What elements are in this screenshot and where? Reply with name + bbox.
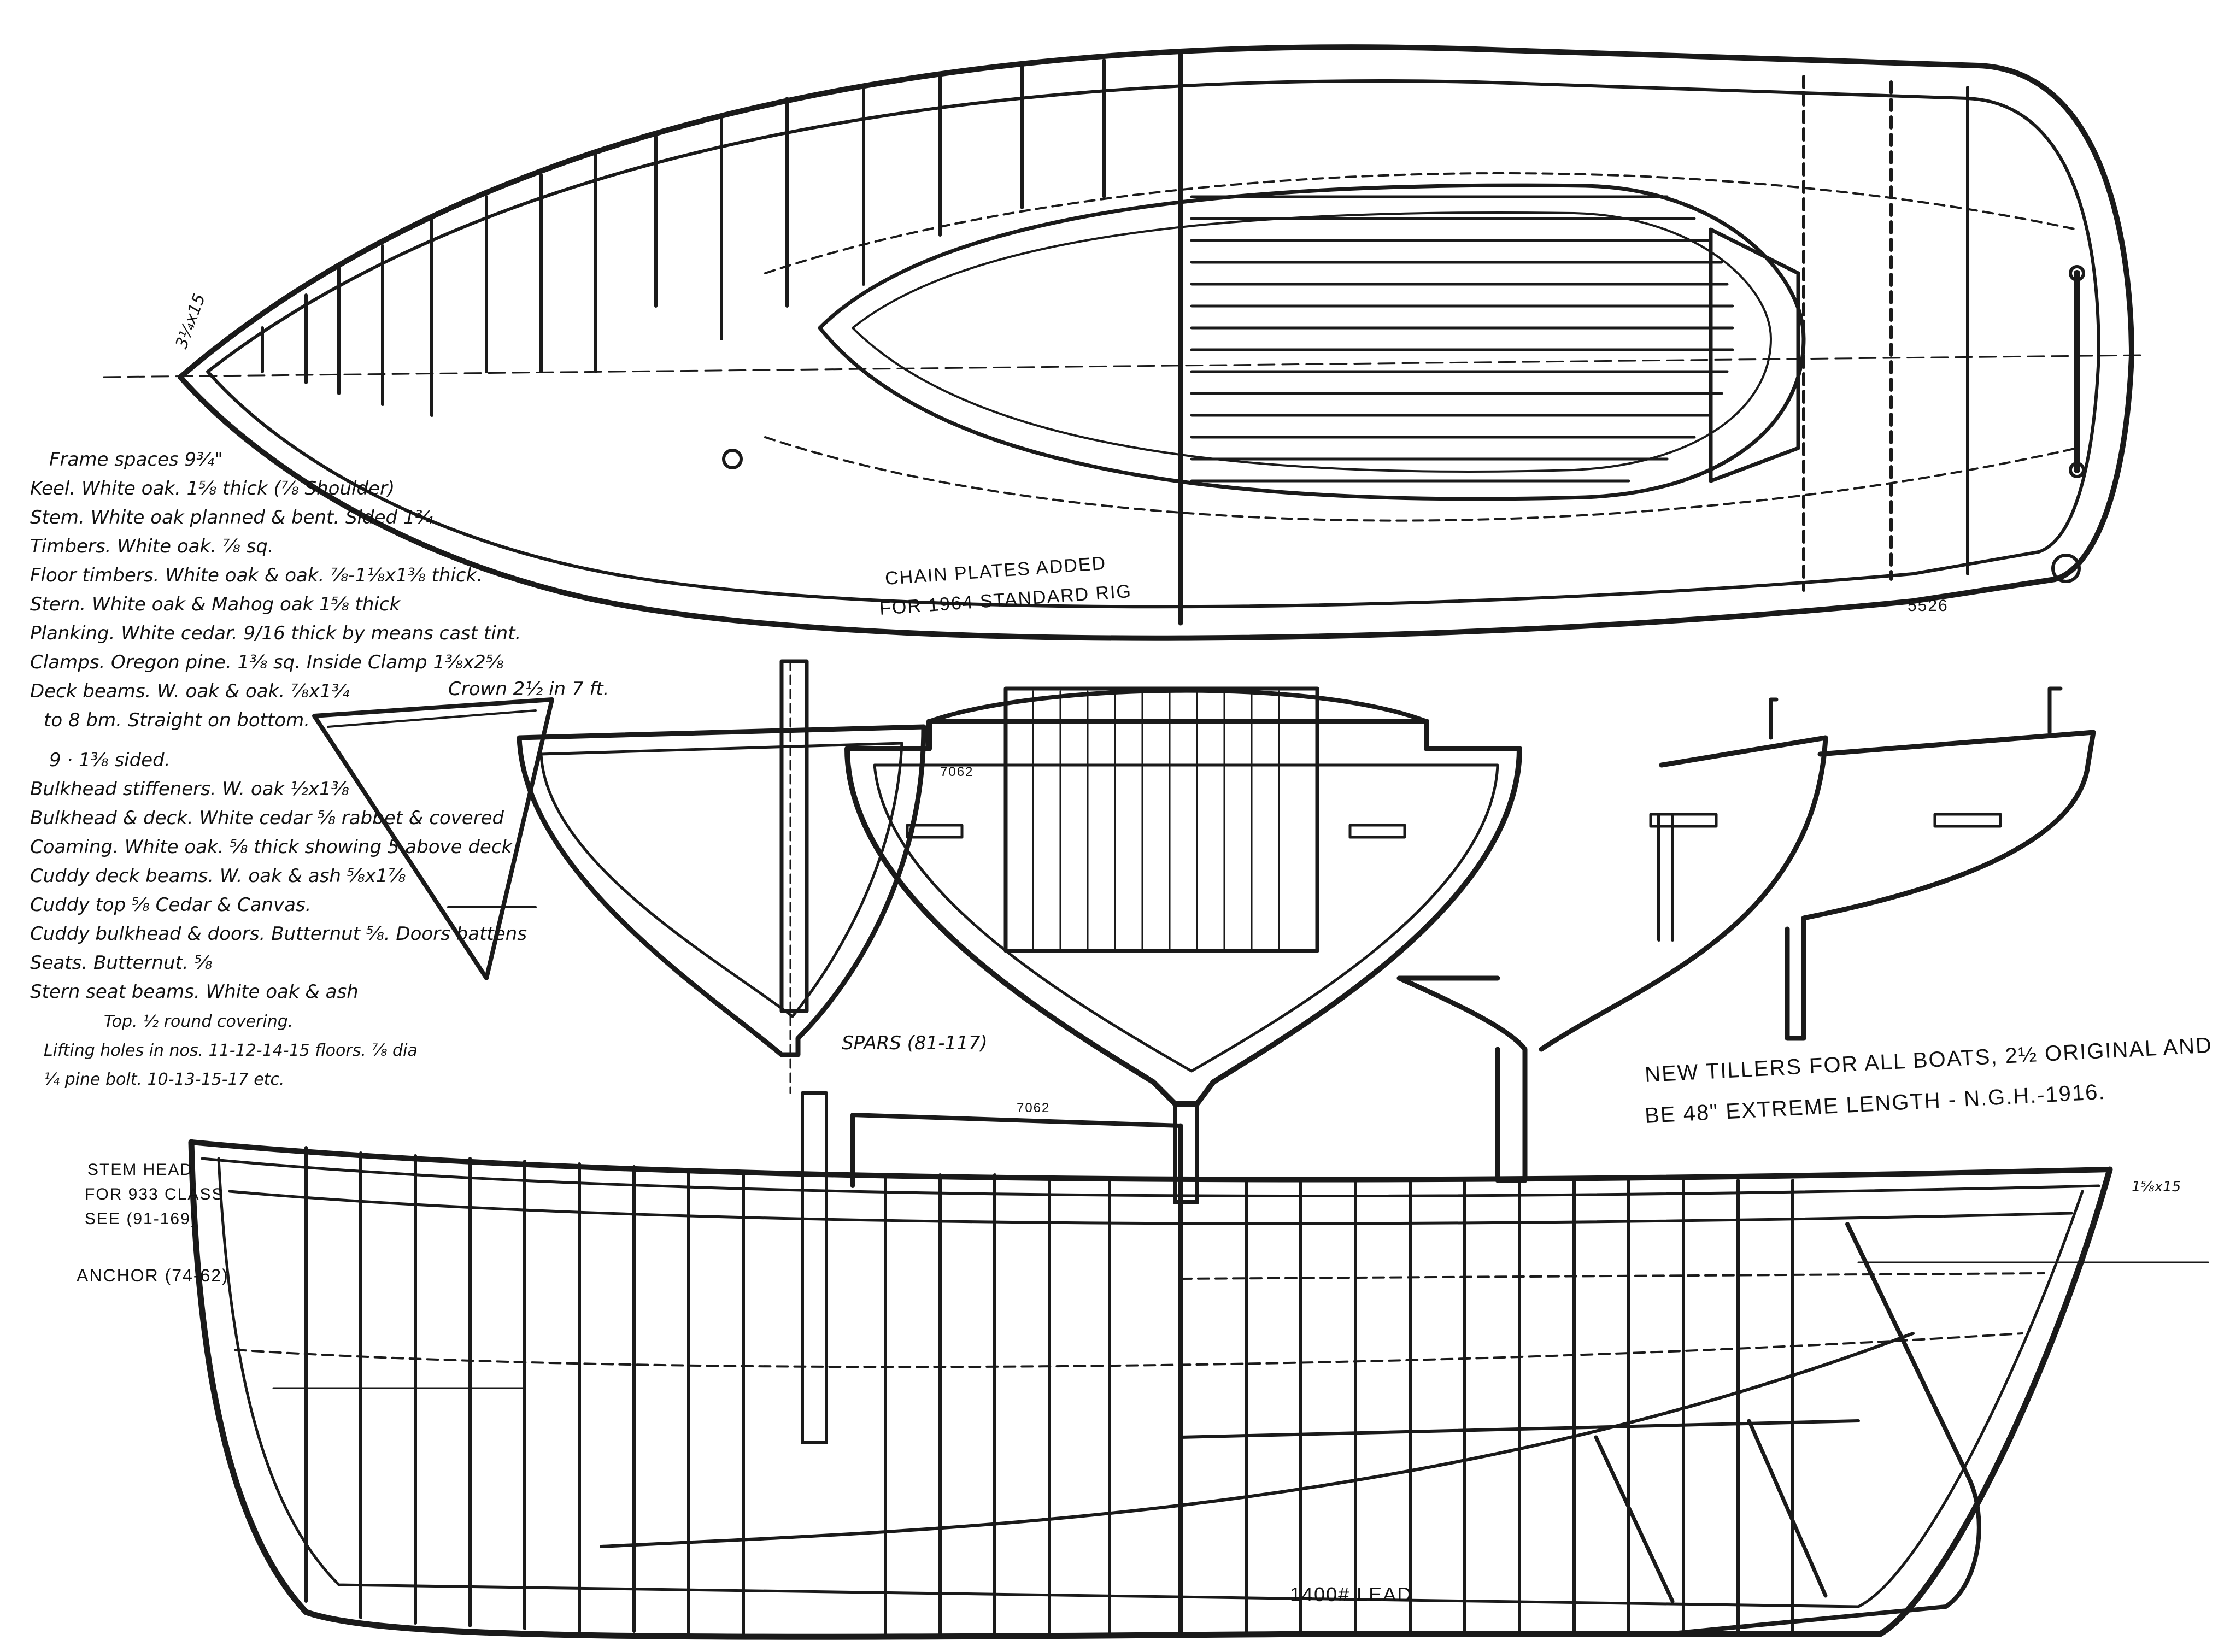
mooring-cleat bbox=[2051, 554, 2081, 583]
spec-note-9: to 8 bm. Straight on bottom. bbox=[44, 709, 310, 731]
stern-dim-label: 1⅝x15 bbox=[2132, 1179, 2181, 1195]
seat-port bbox=[906, 824, 964, 839]
spec-note-12: Bulkhead & deck. White cedar ⅝ rabbet & … bbox=[30, 807, 504, 829]
spec-note-13: Coaming. White oak. ⅝ thick showing 5 ab… bbox=[30, 836, 513, 858]
spec-note-4: Floor timbers. White oak & oak. ⅞-1⅛x1⅜ … bbox=[30, 565, 483, 586]
section-3-hull bbox=[844, 719, 1522, 1107]
cross-sections bbox=[312, 659, 2096, 1204]
mast bbox=[779, 659, 809, 1013]
profile-stringer-2 bbox=[234, 1332, 2023, 1368]
section-4-seat bbox=[1649, 813, 1718, 828]
section-5-coaming bbox=[2047, 686, 2063, 734]
anchor-note: ANCHOR (74-62) bbox=[77, 1266, 229, 1285]
spec-note-20: Lifting holes in nos. 11-12-14-15 floors… bbox=[44, 1041, 418, 1060]
section-transom-inner bbox=[327, 709, 537, 728]
section-3-inner bbox=[873, 763, 1499, 1073]
section-4-tiller-post bbox=[1657, 813, 1674, 942]
plan-centerline bbox=[103, 354, 2144, 378]
spec-note-3: Timbers. White oak. ⅞ sq. bbox=[30, 536, 274, 557]
deck-plan-outline bbox=[178, 44, 2134, 641]
spec-note-10: 9 · 1⅜ sided. bbox=[49, 749, 171, 771]
cuddy-ref-label: 7062 bbox=[940, 765, 973, 779]
section-transom bbox=[312, 697, 554, 980]
stem-head-line-2: FOR 933 CLASS bbox=[85, 1185, 224, 1203]
section-2-hull bbox=[517, 724, 926, 1057]
spec-note-5: Stern. White oak & Mahog oak 1⅝ thick bbox=[30, 593, 401, 615]
profile-hull-inner bbox=[217, 1157, 2084, 1608]
cockpit-inner bbox=[852, 211, 1772, 473]
crown-note: Crown 2½ in 7 ft. bbox=[448, 678, 609, 700]
cockpit-floorboards bbox=[1190, 195, 1734, 483]
spec-note-19: Top. ½ round covering. bbox=[104, 1012, 293, 1031]
cuddy-top bbox=[927, 688, 1429, 724]
profile-sheer-inner bbox=[201, 1157, 2100, 1197]
section-4-side bbox=[1539, 735, 1828, 1052]
spec-note-0: Frame spaces 9¾" bbox=[49, 449, 223, 471]
section-4-coaming bbox=[1769, 697, 1779, 740]
section-4-hull bbox=[1396, 975, 1528, 1183]
spec-note-16: Cuddy bulkhead & doors. Butternut ⅝. Doo… bbox=[30, 923, 527, 945]
profile-keel bbox=[600, 1332, 1915, 1548]
stem-head-line-3: SEE (91-169) bbox=[85, 1210, 197, 1228]
spec-note-17: Seats. Butternut. ⅝ bbox=[30, 952, 212, 974]
seat-starboard bbox=[1348, 824, 1406, 839]
spec-note-18: Stern seat beams. White oak & ash bbox=[30, 981, 359, 1003]
profile-frames bbox=[304, 1146, 1794, 1636]
rudder-post-2 bbox=[1747, 1419, 1828, 1598]
profile-cockpit-floor bbox=[1179, 1419, 1860, 1439]
traveller-end-2 bbox=[2069, 462, 2085, 478]
rudder-post bbox=[1594, 1435, 1675, 1603]
rudder bbox=[1665, 1222, 1981, 1636]
mast-in-profile bbox=[801, 1091, 828, 1444]
profile-stringer-1 bbox=[1179, 1272, 2045, 1280]
plan-dashed-arc-2 bbox=[764, 172, 2078, 274]
spec-note-7: Clamps. Oregon pine. 1⅜ sq. Inside Clamp… bbox=[30, 651, 504, 673]
section-2-inner bbox=[539, 742, 903, 1018]
section-5-seat bbox=[1933, 813, 2002, 828]
traveller-end bbox=[2069, 265, 2085, 281]
profile-ref-label: 7062 bbox=[1017, 1101, 1050, 1115]
deck-plan-inner-sheer bbox=[206, 79, 2100, 609]
deck-plan-view bbox=[103, 44, 2144, 641]
spec-note-11: Bulkhead stiffeners. W. oak ½x1⅜ bbox=[30, 778, 349, 800]
hatch bbox=[1709, 227, 1800, 483]
stem-head-line-1: STEM HEAD bbox=[87, 1161, 193, 1179]
lead-note: 1400# LEAD bbox=[1290, 1583, 1412, 1606]
cuddy-bulkhead-boards bbox=[1032, 690, 1280, 952]
profile-hull-bottom bbox=[188, 1139, 2113, 1640]
profile-sheer bbox=[189, 1139, 2112, 1183]
inboard-profile bbox=[188, 1091, 2209, 1640]
chain-plate-fitting bbox=[722, 449, 743, 469]
spec-note-1: Keel. White oak. 1⅝ thick (⅞ Shoulder) bbox=[30, 478, 395, 499]
plan-ref-label: 5526 bbox=[1908, 597, 1949, 615]
section-5-hull bbox=[1785, 730, 2096, 1041]
section-3-keel bbox=[1173, 1102, 1199, 1204]
plan-dashed-arc bbox=[764, 436, 2078, 522]
spec-note-21: ¼ pine bolt. 10-13-15-17 etc. bbox=[44, 1070, 285, 1089]
spec-note-15: Cuddy top ⅝ Cedar & Canvas. bbox=[30, 894, 311, 916]
cuddy-bulkhead bbox=[1003, 686, 1319, 953]
spec-note-6: Planking. White cedar. 9/16 thick by mea… bbox=[30, 622, 521, 644]
spec-note-2: Stem. White oak planned & bent. Sided 1¾ bbox=[30, 507, 433, 528]
spec-note-8: Deck beams. W. oak & oak. ⅞x1¾ bbox=[30, 680, 350, 702]
deck-beams bbox=[261, 58, 1106, 417]
profile-clamp bbox=[228, 1190, 2073, 1225]
spec-note-14: Cuddy deck beams. W. oak & ash ⅝x1⅞ bbox=[30, 865, 406, 887]
spec-notes: Frame spaces 9¾" Keel. White oak. 1⅝ thi… bbox=[30, 449, 609, 1089]
spars-note: SPARS (81-117) bbox=[842, 1032, 988, 1054]
